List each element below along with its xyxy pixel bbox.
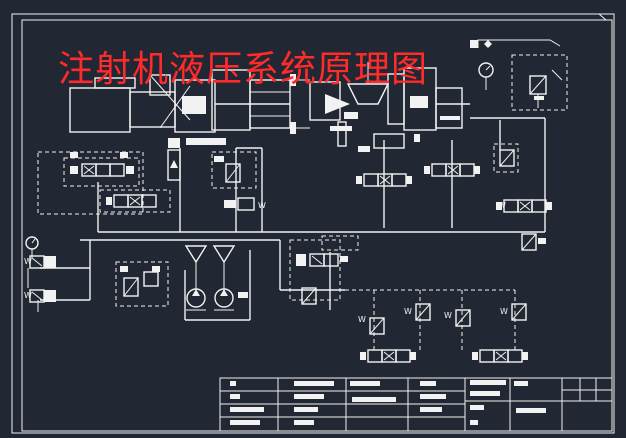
flow-valve-middle: W: [211, 151, 266, 211]
pressure-valve-group-right: W W: [444, 303, 528, 363]
directional-valve-5: [496, 199, 552, 213]
pressure-gauge-top: [478, 62, 494, 90]
nozzle-and-hopper: [309, 62, 390, 147]
solenoid-valve-left-1: [29, 255, 56, 269]
w-mark: W: [358, 315, 366, 324]
w-mark: W: [24, 291, 32, 300]
relief-block-left: [115, 261, 169, 307]
pump-2: [212, 245, 248, 311]
diagram-title: 注射机液压系统原理图: [58, 49, 429, 90]
title-block: [219, 377, 613, 432]
pressure-valve-group-left: W W: [358, 303, 431, 363]
main-piping: [27, 117, 546, 350]
w-mark: W: [404, 307, 412, 316]
pump-1: [184, 245, 208, 311]
check-valve-stack-left: [167, 138, 181, 181]
outer-frame: [11, 13, 615, 434]
pressure-gauge-left: [25, 236, 39, 258]
w-mark: W: [258, 201, 266, 210]
w-mark: W: [444, 311, 452, 320]
w-mark: W: [500, 307, 508, 316]
clamp-unit: [358, 39, 561, 152]
directional-valve-2: [99, 189, 171, 213]
proportional-valve-block: [289, 235, 359, 305]
directional-valve-1: [37, 151, 144, 215]
w-mark: W: [498, 201, 506, 210]
relief-valve-top-right: [511, 54, 568, 111]
relief-valve-right: [521, 233, 546, 251]
w-mark: W: [24, 257, 32, 266]
injection-cylinder: [69, 69, 310, 145]
solenoid-valve-left-2: [29, 289, 56, 303]
throttle-valve-right: [493, 143, 519, 173]
directional-valve-3: [356, 173, 412, 187]
directional-valve-4: [424, 163, 480, 177]
